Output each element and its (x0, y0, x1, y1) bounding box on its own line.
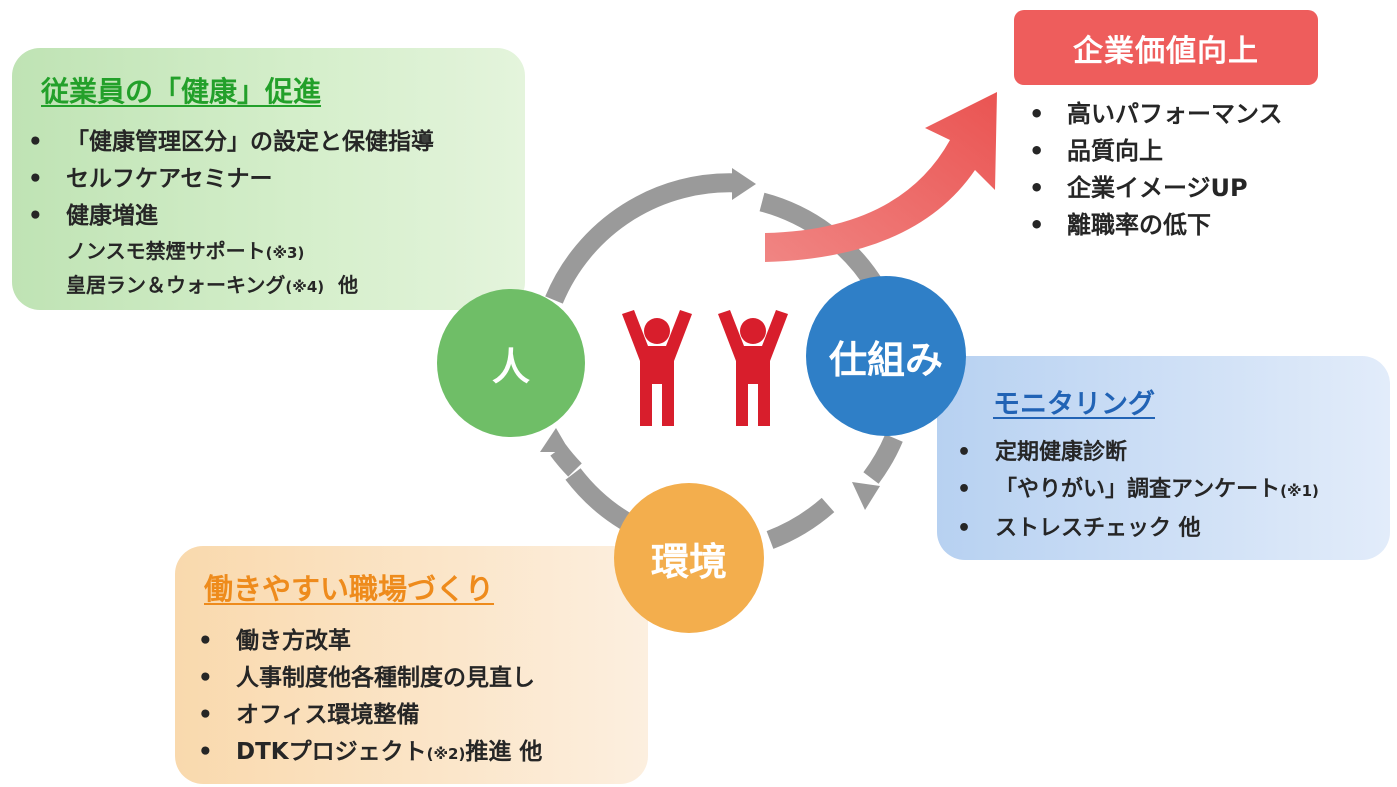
list-item: •定期健康診断 (957, 440, 1128, 465)
cycle-arrow-bottom-right (766, 497, 835, 549)
list-item: •「健康管理区分」の設定と保健指導 (28, 129, 434, 155)
health-list: •「健康管理区分」の設定と保健指導 •セルフケアセミナー •健康増進 ノンスモ禁… (28, 124, 434, 303)
environment-title: 働きやすい職場づくり (204, 572, 495, 606)
list-item: •「やりがい」調査アンケート(※1) (957, 477, 1319, 502)
sub-item: 皇居ラン＆ウォーキング(※4) 他 (66, 273, 359, 297)
corporate-value-title: 企業価値向上 (1073, 33, 1259, 69)
cycle-arrow-left-bottom (550, 444, 582, 477)
environment-circle: 環境 (614, 483, 764, 633)
list-item: •オフィス環境整備 (198, 702, 420, 728)
person-circle-label: 人 (491, 344, 530, 389)
environment-list: •働き方改革 •人事制度他各種制度の見直し •オフィス環境整備 •DTKプロジェ… (198, 623, 543, 773)
list-item: •企業イメージUP (1029, 174, 1248, 202)
health-panel (12, 48, 525, 310)
environment-panel (175, 546, 648, 784)
health-title: 従業員の「健康」促進 (41, 75, 322, 108)
growth-arrow (765, 92, 997, 262)
list-item: •人事制度他各種制度の見直し (198, 665, 535, 691)
sub-item: ノンスモ禁煙サポート(※3) (66, 239, 305, 263)
cycle-arrow-top-left (545, 173, 739, 304)
system-circle: 仕組み (806, 276, 966, 436)
list-item: •離職率の低下 (1029, 211, 1211, 239)
monitoring-title: モニタリング (993, 389, 1155, 420)
person-circle: 人 (437, 289, 585, 437)
system-circle-label: 仕組み (828, 337, 943, 382)
arrowhead-top (732, 168, 756, 200)
list-item: •高いパフォーマンス (1029, 100, 1283, 128)
list-item: •DTKプロジェクト(※2)推進 他 (198, 739, 543, 765)
environment-circle-label: 環境 (650, 539, 727, 584)
arrowhead-right (852, 482, 880, 510)
monitoring-list: •定期健康診断 •「やりがい」調査アンケート(※1) •ストレスチェック 他 (957, 434, 1319, 547)
corporate-value-list: •高いパフォーマンス •品質向上 •企業イメージUP •離職率の低下 (1029, 96, 1283, 244)
person-icon (718, 310, 788, 426)
cycle-arrow-right (863, 434, 903, 484)
list-item: •セルフケアセミナー (28, 166, 273, 192)
monitoring-panel (937, 356, 1390, 560)
list-item: •ストレスチェック 他 (957, 516, 1201, 541)
person-icon (622, 310, 692, 426)
list-item: •働き方改革 (198, 628, 351, 654)
list-item: •品質向上 (1029, 137, 1163, 165)
list-item: •健康増進 ノンスモ禁煙サポート(※3) 皇居ラン＆ウォーキング(※4) 他 (28, 198, 434, 303)
corporate-value-box: 企業価値向上 (1014, 10, 1318, 85)
arrowhead-left (540, 428, 570, 452)
people-figures (622, 310, 788, 426)
